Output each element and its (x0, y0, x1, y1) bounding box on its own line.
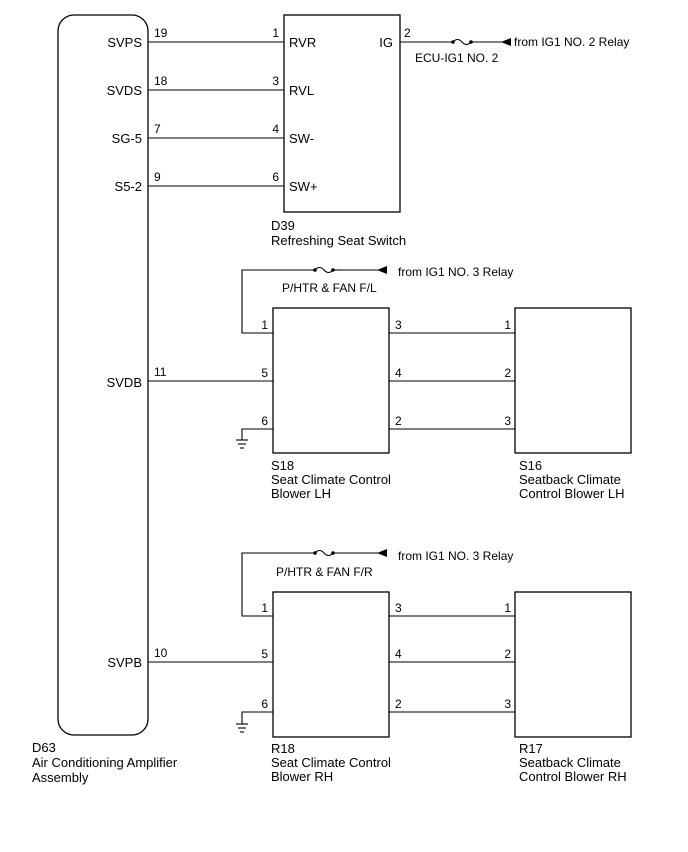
amp-pin-label-svpb: SVPB (107, 655, 142, 670)
amp-pin-num-sg5: 7 (154, 122, 161, 136)
amp-pin-num-svdb: 11 (154, 365, 167, 379)
switch-pin-num-ig: 2 (404, 26, 411, 40)
amp-pin-num-svps: 19 (154, 26, 168, 40)
blower-rh-pin-2: 2 (395, 697, 402, 711)
amp-pin-label-svdb: SVDB (107, 375, 142, 390)
seatback-lh-code: S16 (519, 458, 542, 473)
blower-lh-code: S18 (271, 458, 294, 473)
blower-rh-pin-4: 4 (395, 647, 402, 661)
seatback-lh-pin-1: 1 (504, 318, 511, 332)
amp-pin-num-svpb: 10 (154, 646, 168, 660)
seatback-rh-pin-3: 3 (504, 697, 511, 711)
lh-fuse-label: P/HTR & FAN F/L (282, 281, 377, 295)
blower-rh-name-line2: Blower RH (271, 769, 333, 784)
switch-pin-num-rvl: 3 (272, 74, 279, 88)
blower-rh-name-line1: Seat Climate Control (271, 755, 391, 770)
wire-rh-fuse-to-pin1 (241, 552, 315, 617)
blower-lh-pin-4: 4 (395, 366, 402, 380)
arrow-from-ig1-no3-relay-rh (377, 549, 387, 557)
switch-source-label: from IG1 NO. 2 Relay (514, 35, 629, 49)
wire-lh-ground (241, 428, 273, 440)
seatback-rh-pin-1: 1 (504, 601, 511, 615)
blower-rh-code: R18 (271, 741, 295, 756)
blower-rh-pin-6: 6 (261, 697, 268, 711)
seatback-rh-name-line2: Control Blower RH (519, 769, 627, 784)
blower-rh-body (272, 591, 390, 738)
blower-lh-name-line2: Blower LH (271, 486, 331, 501)
seatback-lh-name-line2: Control Blower LH (519, 486, 625, 501)
blower-rh-pin-5: 5 (261, 647, 268, 661)
seatback-lh-name-line1: Seatback Climate (519, 472, 621, 487)
fuse-fr-symbol (314, 549, 334, 557)
switch-body (283, 14, 401, 213)
seatback-lh-pin-3: 3 (504, 414, 511, 428)
amp-pin-label-s52: S5-2 (115, 179, 142, 194)
rh-fuse-label: P/HTR & FAN F/R (276, 565, 373, 579)
switch-pin-label-ig: IG (379, 35, 393, 50)
fuse-fr-terminal-a (313, 551, 317, 555)
arrow-from-ig1-no2-relay (501, 38, 511, 46)
seatback-lh-body (514, 307, 632, 454)
arrow-from-ig1-no3-relay-lh (377, 266, 387, 274)
rh-source-label: from IG1 NO. 3 Relay (398, 549, 513, 563)
switch-name: Refreshing Seat Switch (271, 233, 406, 248)
fuse-ecu-ig1-symbol (452, 38, 472, 46)
amp-code: D63 (32, 740, 56, 755)
amp-pin-label-svps: SVPS (107, 35, 142, 50)
amp-pin-label-svds: SVDS (107, 83, 143, 98)
fuse-ecu-ig1-label: ECU-IG1 NO. 2 (415, 51, 499, 65)
blower-rh-pin-3: 3 (395, 601, 402, 615)
seatback-lh-pin-2: 2 (504, 366, 511, 380)
switch-pin-label-rvl: RVL (289, 83, 314, 98)
amp-pin-num-svds: 18 (154, 74, 168, 88)
amp-name-line2: Assembly (32, 770, 89, 785)
blower-lh-pin-6: 6 (261, 414, 268, 428)
amp-name-line1: Air Conditioning Amplifier (32, 755, 178, 770)
blower-lh-pin-3: 3 (395, 318, 402, 332)
lh-source-label: from IG1 NO. 3 Relay (398, 265, 513, 279)
blower-lh-pin-1: 1 (261, 318, 268, 332)
wire-lh-fuse-to-pin1 (241, 269, 315, 334)
switch-pin-label-rvr: RVR (289, 35, 316, 50)
switch-code: D39 (271, 218, 295, 233)
seatback-rh-pin-2: 2 (504, 647, 511, 661)
switch-pin-num-swm: 4 (272, 122, 279, 136)
blower-rh-pin-1: 1 (261, 601, 268, 615)
fuse-ecu-ig1-terminal-a (451, 40, 455, 44)
blower-lh-body (272, 307, 390, 454)
amplifier-body (57, 14, 149, 736)
seatback-rh-code: R17 (519, 741, 543, 756)
fuse-fl-terminal-a (313, 268, 317, 272)
blower-lh-pin-5: 5 (261, 366, 268, 380)
switch-pin-label-swm: SW- (289, 131, 314, 146)
switch-pin-num-rvr: 1 (272, 26, 279, 40)
wire-rh-ground (241, 711, 273, 724)
seatback-rh-name-line1: Seatback Climate (519, 755, 621, 770)
blower-lh-pin-2: 2 (395, 414, 402, 428)
amp-pin-label-sg5: SG-5 (112, 131, 142, 146)
switch-pin-num-swp: 6 (272, 170, 279, 184)
fuse-fl-symbol (314, 266, 334, 274)
amp-pin-num-s52: 9 (154, 170, 161, 184)
switch-pin-label-swp: SW+ (289, 179, 318, 194)
seatback-rh-body (514, 591, 632, 738)
blower-lh-name-line1: Seat Climate Control (271, 472, 391, 487)
